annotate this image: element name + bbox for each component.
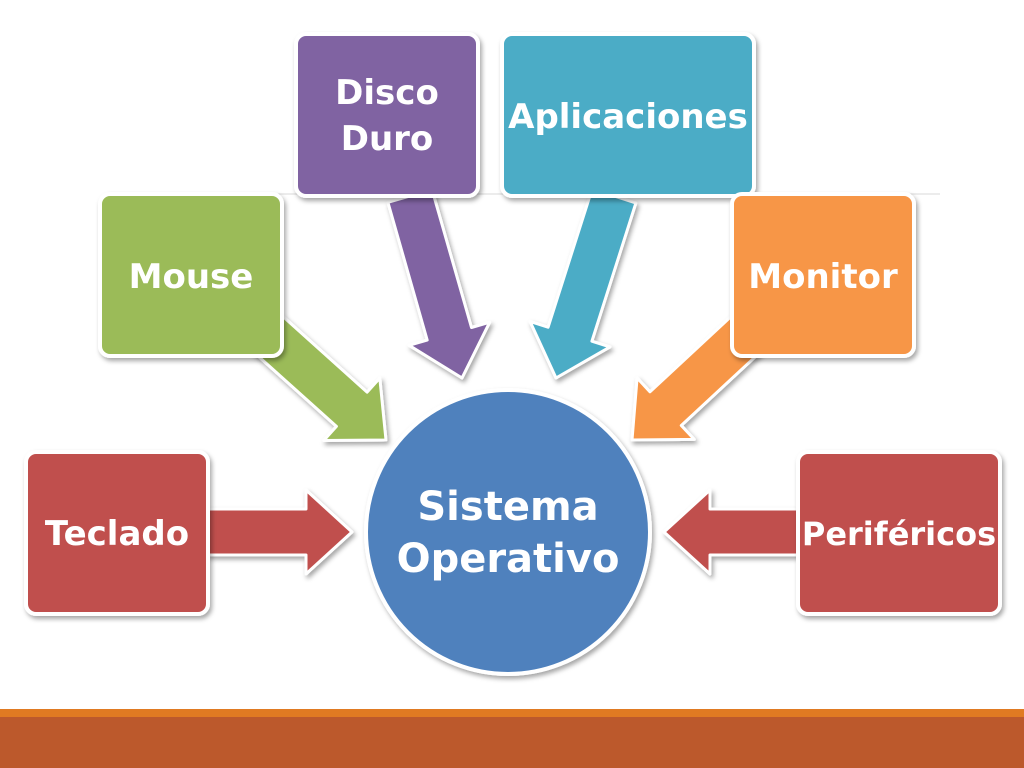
node-teclado: Teclado xyxy=(24,450,210,616)
node-aplicaciones: Aplicaciones xyxy=(500,32,756,198)
arrow-mouse xyxy=(251,315,388,442)
footer-accent-stripe xyxy=(0,709,1024,717)
node-disco-duro: Disco Duro xyxy=(294,32,480,198)
arrow-disco-duro xyxy=(386,188,492,380)
center-node: Sistema Operativo xyxy=(364,388,652,676)
center-line-1: Sistema xyxy=(417,484,598,530)
arrow-teclado xyxy=(206,488,354,576)
arrows-layer xyxy=(206,187,802,576)
node-monitor: Monitor xyxy=(730,192,916,358)
node-aplicaciones-label: Aplicaciones xyxy=(508,97,748,137)
arrow-perifericos xyxy=(662,488,802,576)
node-perifericos-label: Periféricos xyxy=(802,515,996,553)
center-line-2: Operativo xyxy=(397,536,620,582)
node-disco-duro-line-2: Duro xyxy=(341,119,434,159)
node-teclado-label: Teclado xyxy=(45,514,189,554)
node-monitor-label: Monitor xyxy=(748,257,898,297)
arrow-aplicaciones xyxy=(528,187,638,380)
node-mouse: Mouse xyxy=(98,192,284,358)
footer-band xyxy=(0,717,1024,768)
arrow-monitor xyxy=(630,315,764,442)
node-mouse-label: Mouse xyxy=(129,257,254,297)
node-perifericos: Periféricos xyxy=(796,450,1002,616)
node-disco-duro-line-1: Disco xyxy=(335,73,439,113)
